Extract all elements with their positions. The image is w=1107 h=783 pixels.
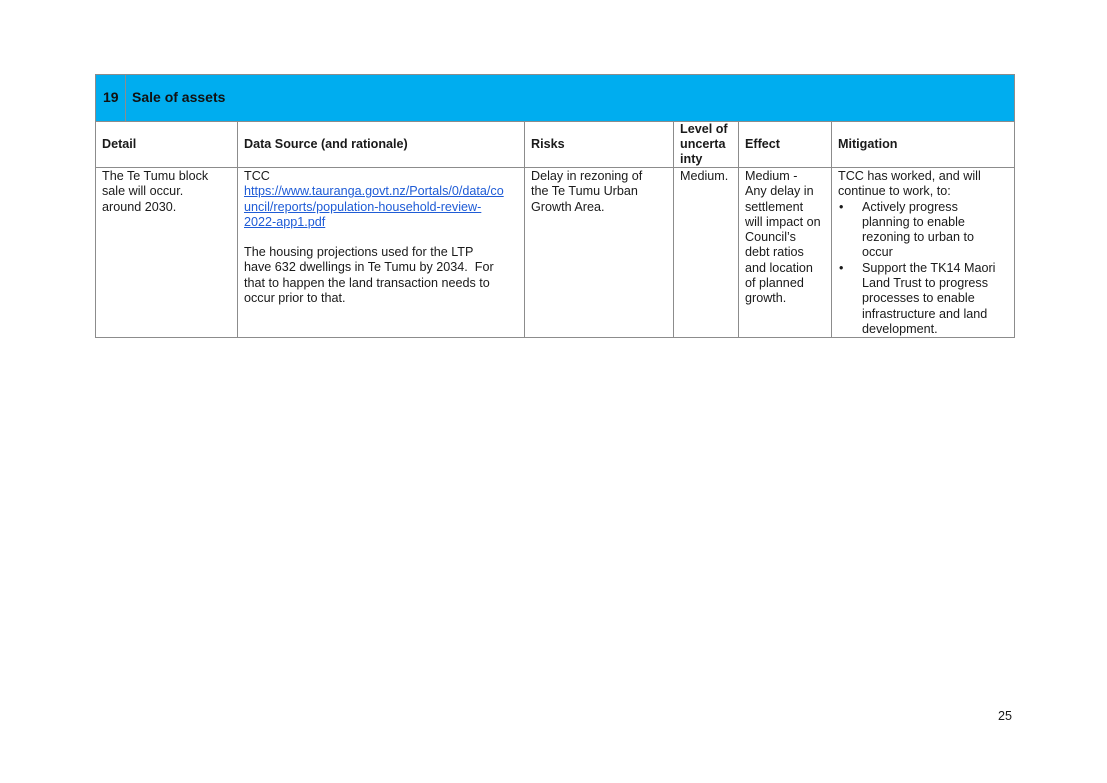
risks-line: Growth Area. xyxy=(531,199,605,214)
effect-line: Any delay in xyxy=(745,184,814,199)
mitigation-item-line: Support the TK14 Maori xyxy=(862,260,996,275)
rationale-line: occur prior to that. xyxy=(244,291,346,306)
header-effect: Effect xyxy=(738,121,832,168)
risks-line: the Te Tumu Urban xyxy=(531,184,638,199)
mitigation-item-line: Land Trust to progress xyxy=(862,276,989,291)
effect-line: settlement xyxy=(745,199,804,214)
mitigation-item: Support the TK14 Maori Land Trust to pro… xyxy=(839,260,1008,337)
effect-line: Council’s xyxy=(745,230,796,245)
mitigation-item-line: occur xyxy=(862,245,893,260)
data-source-link[interactable]: https://www.tauranga.govt.nz/Portals/0/d… xyxy=(244,184,518,230)
effect-line: and location xyxy=(745,260,813,275)
cell-risks: Delay in rezoning of the Te Tumu Urban G… xyxy=(524,166,674,339)
rationale-line: The housing projections used for the LTP xyxy=(244,245,474,260)
mitigation-item-line: rezoning to urban to xyxy=(862,230,975,245)
header-level-line: inty xyxy=(680,152,703,166)
column-header-row: Detail Data Source (and rationale) Risks… xyxy=(95,121,1016,168)
section-number: 19 xyxy=(95,74,126,122)
data-source-intro: TCC xyxy=(244,169,270,183)
section-title-row: 19 Sale of assets xyxy=(95,74,1016,122)
detail-line: around 2030. xyxy=(102,199,177,214)
mitigation-item-line: planning to enable xyxy=(862,214,965,229)
cell-level: Medium. xyxy=(673,166,739,339)
link-line[interactable]: 2022-app1.pdf xyxy=(244,214,326,229)
mitigation-intro-line: continue to work, to: xyxy=(838,184,951,199)
header-level-line: uncerta xyxy=(680,137,726,151)
header-mitigation: Mitigation xyxy=(830,121,1016,168)
sale-of-assets-table: 19 Sale of assets Detail Data Source (an… xyxy=(95,74,1016,339)
cell-detail: The Te Tumu block sale will occur. aroun… xyxy=(95,166,238,339)
paragraph-gap xyxy=(244,230,518,245)
header-level-line: Level of xyxy=(680,122,728,136)
mitigation-list: Actively progress planning to enable rez… xyxy=(838,200,1008,338)
detail-line: The Te Tumu block xyxy=(102,169,209,183)
link-line[interactable]: uncil/reports/population-household-revie… xyxy=(244,199,482,214)
effect-line: will impact on xyxy=(745,214,821,229)
header-risks: Risks xyxy=(524,121,674,168)
header-data-source: Data Source (and rationale) xyxy=(237,121,525,168)
mitigation-item-line: Actively progress xyxy=(862,199,958,214)
page-number: 25 xyxy=(998,709,1013,723)
table-row: The Te Tumu block sale will occur. aroun… xyxy=(95,166,1016,339)
header-level-of-uncertainty: Level of uncerta inty xyxy=(673,121,739,168)
cell-data-source: TCC https://www.tauranga.govt.nz/Portals… xyxy=(237,166,525,339)
effect-line: of planned xyxy=(745,276,804,291)
cell-mitigation: TCC has worked, and will continue to wor… xyxy=(830,166,1016,339)
mitigation-item-line: infrastructure and land xyxy=(862,306,988,321)
header-detail: Detail xyxy=(95,121,238,168)
risks-line: Delay in rezoning of xyxy=(531,169,643,183)
mitigation-intro-line: TCC has worked, and will xyxy=(838,169,981,183)
section-title: Sale of assets xyxy=(124,74,1016,122)
mitigation-item: Actively progress planning to enable rez… xyxy=(839,199,1008,261)
mitigation-item-line: processes to enable xyxy=(862,291,975,306)
detail-line: sale will occur. xyxy=(102,184,184,199)
effect-line: growth. xyxy=(745,291,787,306)
link-line[interactable]: https://www.tauranga.govt.nz/Portals/0/d… xyxy=(244,184,504,199)
mitigation-item-line: development. xyxy=(862,321,938,336)
effect-line: debt ratios xyxy=(745,245,804,260)
rationale-line: that to happen the land transaction need… xyxy=(244,275,490,290)
cell-effect: Medium - Any delay in settlement will im… xyxy=(738,166,832,339)
effect-line: Medium - xyxy=(745,169,798,183)
rationale-line: have 632 dwellings in Te Tumu by 2034. F… xyxy=(244,260,494,275)
